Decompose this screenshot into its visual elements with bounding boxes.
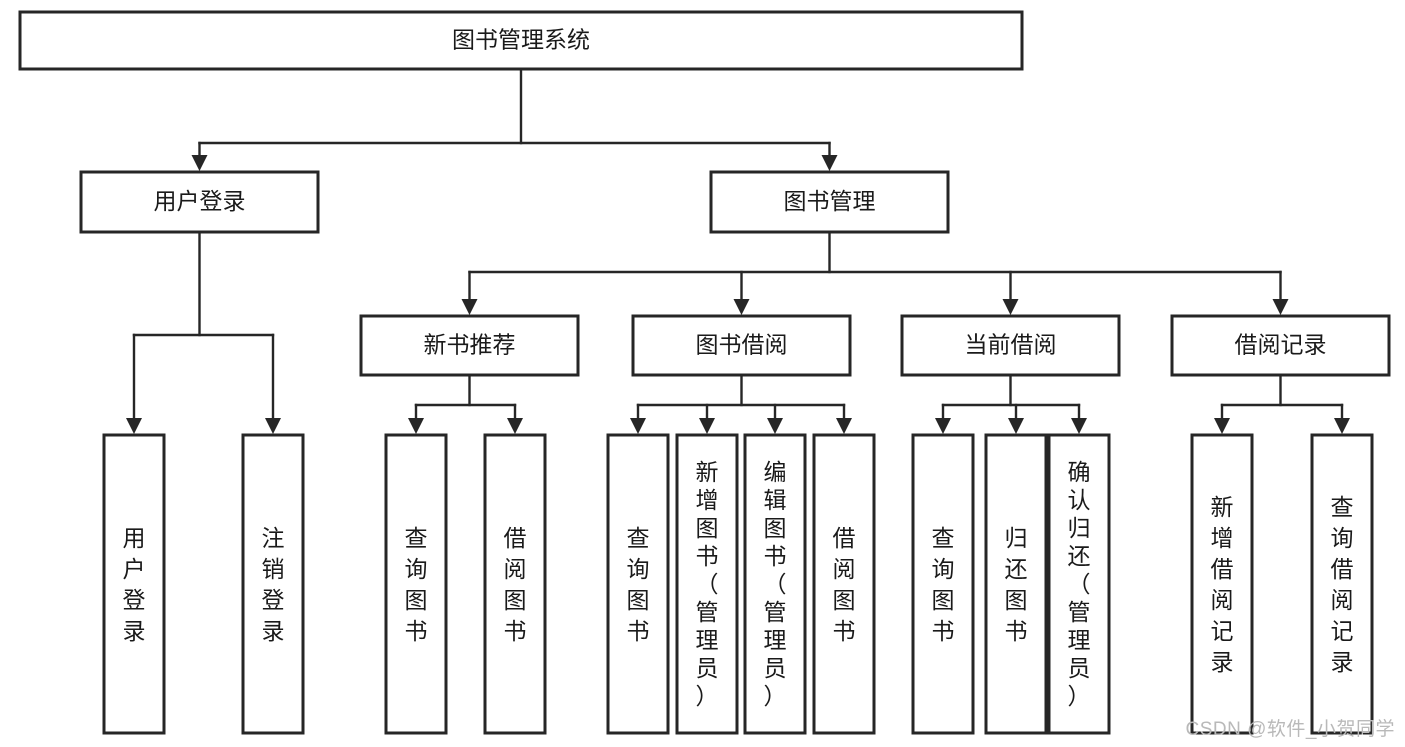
node-box-user-login[interactable] (79, 170, 320, 234)
node-current-borrow[interactable]: 当前借阅 (900, 314, 1121, 377)
node-label-user-login: 用户登录 (154, 188, 246, 214)
node-label-leaf-user-login: 用户登录 (123, 525, 146, 644)
node-box-leaf-user-login[interactable] (102, 433, 166, 735)
node-box-leaf-add-book[interactable] (675, 433, 739, 735)
connector-new-book-recommend-to-leaves (408, 373, 523, 434)
node-box-leaf-borrow-book[interactable] (812, 433, 876, 735)
node-borrow-record[interactable]: 借阅记录 (1170, 314, 1391, 377)
node-book-borrow[interactable]: 图书借阅 (631, 314, 852, 377)
node-label-leaf-query-book-rec: 查询图书 (405, 525, 428, 644)
watermark-label: CSDN @软件_小贺同学 (1185, 719, 1395, 740)
node-label-leaf-logout: 注销登录 (262, 525, 285, 644)
node-label-leaf-query-book-borrow: 查询图书 (627, 525, 650, 644)
node-new-book-recommend[interactable]: 新书推荐 (359, 314, 580, 377)
node-box-new-book-recommend[interactable] (359, 314, 580, 377)
node-label-root: 图书管理系统 (452, 27, 590, 53)
node-box-leaf-return-book[interactable] (984, 433, 1048, 735)
node-layer: 图书管理系统用户登录图书管理新书推荐图书借阅当前借阅借阅记录用户登录注销登录查询… (18, 10, 1391, 735)
connector-book-borrow-to-leaves (630, 373, 852, 434)
node-leaf-query-book-rec[interactable]: 查询图书 (384, 433, 448, 735)
node-label-leaf-return-book: 归还图书 (1005, 525, 1028, 644)
node-box-book-borrow[interactable] (631, 314, 852, 377)
connector-book-manage-to-level3 (461, 230, 1289, 315)
node-leaf-add-book[interactable]: 新增图书（管理员） (675, 433, 739, 735)
node-root[interactable]: 图书管理系统 (18, 10, 1024, 71)
node-box-borrow-record[interactable] (1170, 314, 1391, 377)
node-box-current-borrow[interactable] (900, 314, 1121, 377)
node-box-leaf-query-book-rec[interactable] (384, 433, 448, 735)
node-label-leaf-edit-book: 编辑图书（管理员） (764, 459, 787, 709)
connector-user-login-to-leaves (126, 230, 281, 434)
node-label-book-borrow: 图书借阅 (696, 332, 788, 358)
node-leaf-borrow-book-rec[interactable]: 借阅图书 (483, 433, 547, 735)
node-leaf-add-record[interactable]: 新增借阅记录 (1190, 433, 1254, 735)
node-label-leaf-borrow-book: 借阅图书 (833, 525, 856, 644)
node-leaf-logout[interactable]: 注销登录 (241, 433, 305, 735)
connector-layer (126, 67, 1350, 434)
node-box-leaf-edit-book[interactable] (743, 433, 807, 735)
node-label-leaf-confirm-return: 确认归还（管理员） (1068, 459, 1091, 709)
connector-root-to-level2 (191, 67, 838, 171)
node-leaf-borrow-book[interactable]: 借阅图书 (812, 433, 876, 735)
node-label-new-book-recommend: 新书推荐 (424, 332, 516, 358)
node-label-leaf-borrow-book-rec: 借阅图书 (504, 525, 527, 644)
node-box-leaf-borrow-book-rec[interactable] (483, 433, 547, 735)
node-label-book-manage: 图书管理 (784, 188, 876, 214)
node-box-leaf-add-record[interactable] (1190, 433, 1254, 735)
node-label-leaf-query-record: 查询借阅记录 (1331, 494, 1354, 675)
node-label-leaf-add-record: 新增借阅记录 (1211, 494, 1234, 675)
node-leaf-query-book-cur[interactable]: 查询图书 (911, 433, 975, 735)
node-box-leaf-confirm-return[interactable] (1047, 433, 1111, 735)
node-box-leaf-query-book-borrow[interactable] (606, 433, 670, 735)
node-box-leaf-query-record[interactable] (1310, 433, 1374, 735)
node-user-login[interactable]: 用户登录 (79, 170, 320, 234)
node-leaf-confirm-return[interactable]: 确认归还（管理员） (1047, 433, 1111, 735)
node-box-root[interactable] (18, 10, 1024, 71)
node-leaf-query-book-borrow[interactable]: 查询图书 (606, 433, 670, 735)
connector-current-borrow-to-leaves (935, 373, 1087, 434)
node-label-current-borrow: 当前借阅 (965, 332, 1057, 358)
node-label-leaf-add-book: 新增图书（管理员） (696, 459, 719, 709)
connector-borrow-record-to-leaves (1214, 373, 1350, 434)
node-leaf-return-book[interactable]: 归还图书 (984, 433, 1048, 735)
node-leaf-user-login[interactable]: 用户登录 (102, 433, 166, 735)
node-book-manage[interactable]: 图书管理 (709, 170, 950, 234)
node-box-book-manage[interactable] (709, 170, 950, 234)
node-box-leaf-logout[interactable] (241, 433, 305, 735)
node-label-leaf-query-book-cur: 查询图书 (932, 525, 955, 644)
node-label-borrow-record: 借阅记录 (1235, 332, 1327, 358)
node-leaf-query-record[interactable]: 查询借阅记录 (1310, 433, 1374, 735)
node-leaf-edit-book[interactable]: 编辑图书（管理员） (743, 433, 807, 735)
node-box-leaf-query-book-cur[interactable] (911, 433, 975, 735)
